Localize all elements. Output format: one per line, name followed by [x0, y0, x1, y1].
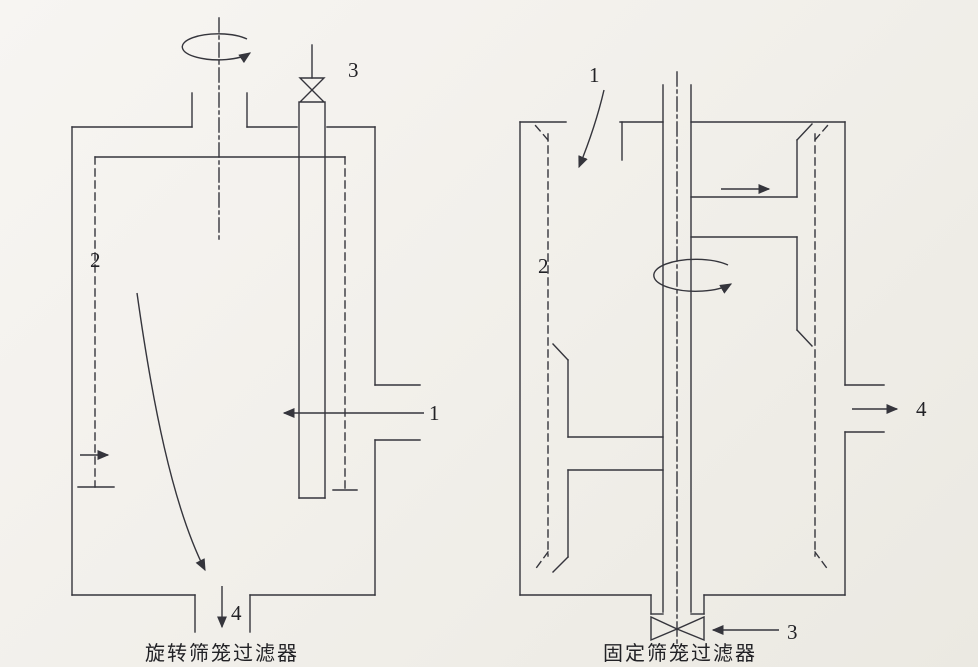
right-vessel-shell — [519, 121, 885, 615]
right-screen — [533, 124, 830, 572]
right-diagram: 1 2 3 4 固定筛笼过滤器 — [519, 63, 927, 665]
right-caption: 固定筛笼过滤器 — [603, 642, 757, 665]
left-label-outlet: 4 — [231, 601, 242, 625]
left-diagram: 1 2 3 4 旋转筛笼过滤器 — [71, 17, 440, 665]
left-vessel-shell — [71, 92, 421, 633]
right-label-outlet: 4 — [916, 397, 927, 421]
left-caption: 旋转筛笼过滤器 — [145, 642, 299, 665]
left-shaft — [181, 17, 252, 244]
right-valve-icon — [650, 615, 705, 642]
right-upper-arm — [690, 123, 813, 347]
right-inlet-arrow — [578, 89, 605, 169]
left-label-screen: 2 — [90, 248, 101, 272]
right-label-screen: 2 — [538, 254, 549, 278]
left-flow-arrow — [136, 292, 206, 572]
right-label-inlet: 1 — [589, 63, 600, 87]
right-rotation-arrow-icon — [653, 258, 733, 294]
left-valve-icon — [298, 77, 326, 103]
left-label-valve: 3 — [348, 58, 359, 82]
left-backwash-pipe — [298, 44, 326, 499]
left-label-inlet: 1 — [429, 401, 440, 425]
left-screen-cage — [77, 156, 358, 491]
left-rotation-arrow-icon — [181, 33, 252, 64]
right-label-valve: 3 — [787, 620, 798, 644]
right-lower-arm — [552, 343, 664, 573]
right-central-pipe — [662, 71, 692, 646]
